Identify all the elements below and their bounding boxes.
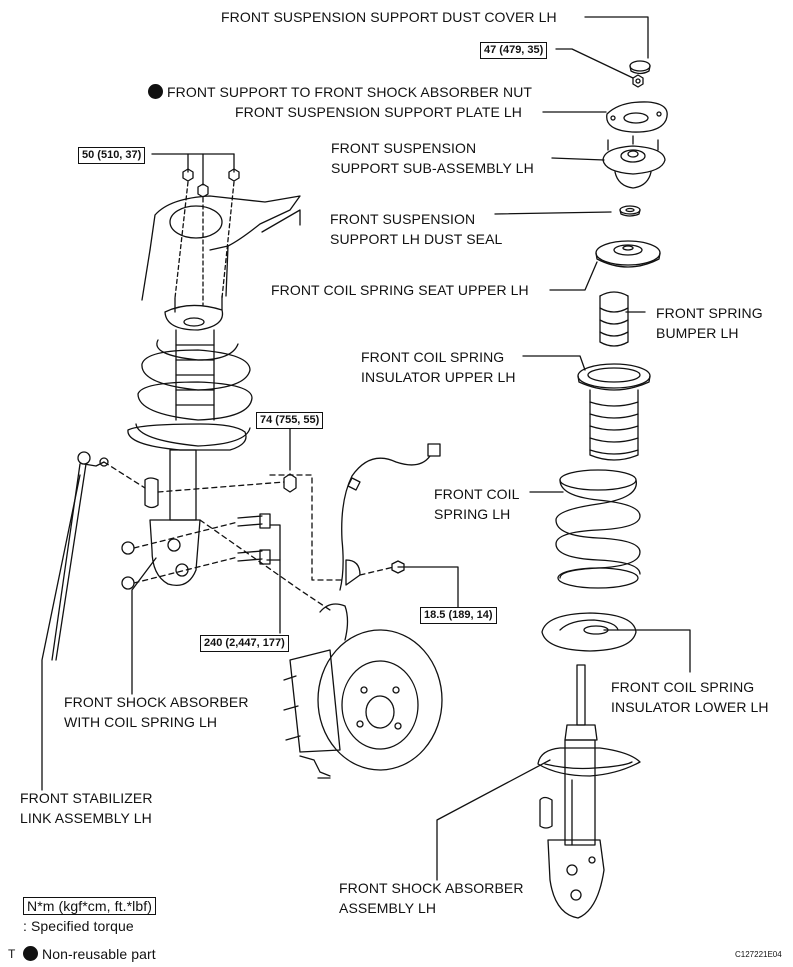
steering-knuckle-hub xyxy=(283,603,443,779)
legend-non-reusable: Non-reusable part xyxy=(23,924,156,964)
support-nut xyxy=(632,74,644,88)
bolts-nuts xyxy=(121,473,297,590)
shock-absorber-assembly xyxy=(537,664,641,919)
stabilizer-link xyxy=(51,451,109,661)
label-support-nut-text: FRONT SUPPORT TO FRONT SHOCK ABSORBER NU… xyxy=(167,84,533,100)
label-shock-with-coil: FRONT SHOCK ABSORBER WITH COIL SPRING LH xyxy=(64,694,249,730)
support-plate xyxy=(606,101,668,133)
dust-cover xyxy=(629,60,651,75)
spring-bumper xyxy=(599,291,629,347)
torque-50: 50 (510, 37) xyxy=(78,147,146,164)
mount-nuts xyxy=(182,168,240,198)
figure-code: C127221E04 xyxy=(735,950,782,959)
label-dust-cover: FRONT SUSPENSION SUPPORT DUST COVER LH xyxy=(221,9,557,25)
stud-dashes xyxy=(174,181,235,306)
label-support-sub-assembly: FRONT SUSPENSION SUPPORT SUB-ASSEMBLY LH xyxy=(331,140,534,176)
label-support-nut: FRONT SUPPORT TO FRONT SHOCK ABSORBER NU… xyxy=(148,62,532,102)
legend-non-reusable-text: Non-reusable part xyxy=(42,946,156,962)
label-spring-seat-upper: FRONT COIL SPRING SEAT UPPER LH xyxy=(271,282,529,298)
support-sub-assembly xyxy=(602,135,666,189)
coil-spring xyxy=(555,469,641,589)
spring-seat-upper xyxy=(595,240,661,268)
label-shock-assembly: FRONT SHOCK ABSORBER ASSEMBLY LH xyxy=(339,880,524,916)
body-panel xyxy=(141,195,301,301)
speed-sensor-wire xyxy=(339,443,441,591)
label-insulator-lower: FRONT COIL SPRING INSULATOR LOWER LH xyxy=(611,679,769,715)
torque-18-5: 18.5 (189, 14) xyxy=(420,607,497,624)
label-stabilizer-link: FRONT STABILIZER LINK ASSEMBLY LH xyxy=(20,790,153,826)
shock-with-coil xyxy=(127,295,253,587)
legend-torque-text: : Specified torque xyxy=(23,918,134,934)
legend-dot-icon xyxy=(23,946,38,961)
label-coil-spring: FRONT COIL SPRING LH xyxy=(434,486,520,522)
torque-240: 240 (2,447, 177) xyxy=(200,635,289,652)
corner-mark: T xyxy=(8,947,16,961)
assembly-dashes xyxy=(103,461,395,611)
legend-torque: N*m (kgf*cm, ft.*lbf) : Specified torque xyxy=(23,876,157,936)
insulator-lower xyxy=(541,612,637,652)
legend-torque-unit: N*m (kgf*cm, ft.*lbf) xyxy=(23,897,157,915)
label-dust-seal: FRONT SUSPENSION SUPPORT LH DUST SEAL xyxy=(330,211,503,247)
dust-seal xyxy=(619,205,641,217)
torque-47: 47 (479, 35) xyxy=(480,42,548,59)
insulator-upper xyxy=(577,363,651,461)
leader-lines xyxy=(41,16,691,881)
label-spring-bumper: FRONT SPRING BUMPER LH xyxy=(656,305,763,341)
non-reusable-icon xyxy=(148,84,163,99)
label-support-plate: FRONT SUSPENSION SUPPORT PLATE LH xyxy=(235,104,522,120)
torque-74: 74 (755, 55) xyxy=(256,412,324,429)
label-insulator-upper: FRONT COIL SPRING INSULATOR UPPER LH xyxy=(361,349,516,385)
